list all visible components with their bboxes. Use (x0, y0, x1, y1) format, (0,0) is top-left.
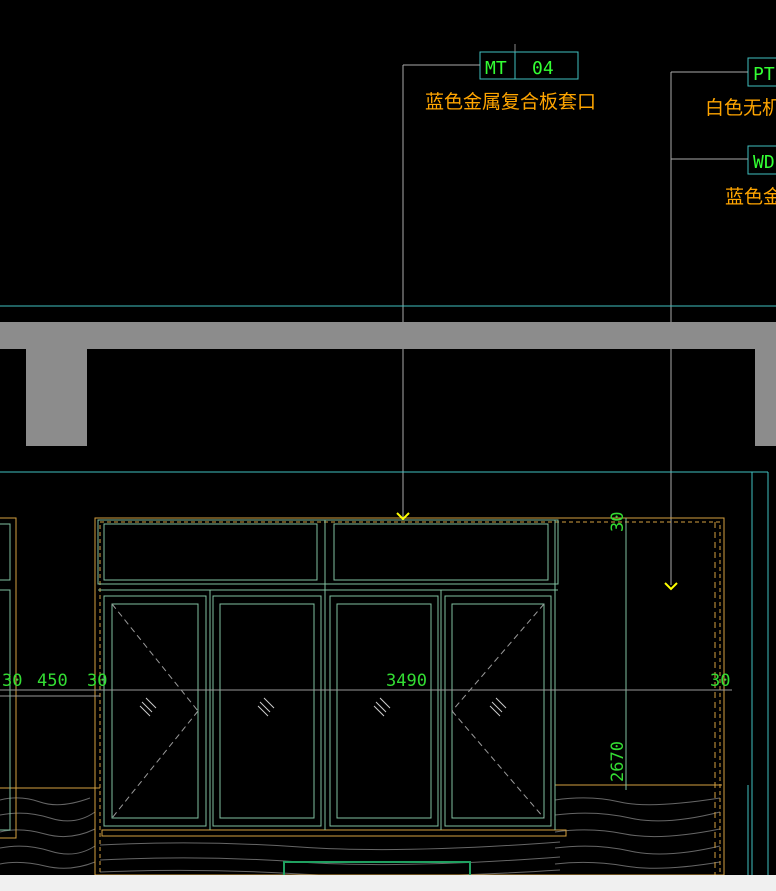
column-left (26, 349, 87, 446)
material-tag-wd[interactable]: WD 蓝色金 (725, 145, 776, 208)
dimension-label: 450 (37, 671, 68, 691)
door-swing-indicators (111, 603, 545, 819)
transom-panels (97, 519, 559, 830)
dimension-label: 30 (608, 512, 628, 532)
glass-marks (139, 697, 507, 717)
dimension-label: 30 (87, 671, 107, 691)
tag-note: 蓝色金 (725, 186, 776, 208)
material-tag-pt[interactable]: PT 白色无机涂 (705, 57, 776, 119)
dimension-label: 30 (2, 671, 22, 691)
tag-note: 白色无机涂 (705, 97, 776, 119)
tag-number: 04 (532, 58, 554, 79)
material-tag-mt04[interactable]: MT 04 蓝色金属复合板套口 (425, 44, 596, 113)
tag-note: 蓝色金属复合板套口 (425, 91, 596, 113)
floor-hatch (0, 797, 721, 877)
tag-code: WD (753, 152, 775, 173)
status-bar (0, 875, 776, 891)
dimension-label: 2670 (608, 741, 628, 782)
leader-arrow-marker (664, 582, 678, 591)
dimension-label: 30 (710, 671, 730, 691)
leader-arrow-marker (396, 512, 410, 521)
tag-code: PT (753, 64, 775, 85)
door-leaves (103, 520, 556, 830)
tag-code: MT (485, 58, 507, 79)
left-partial-frame (0, 517, 17, 839)
dimension-label: 3490 (386, 671, 427, 691)
beam (0, 322, 776, 349)
column-right (755, 349, 776, 446)
